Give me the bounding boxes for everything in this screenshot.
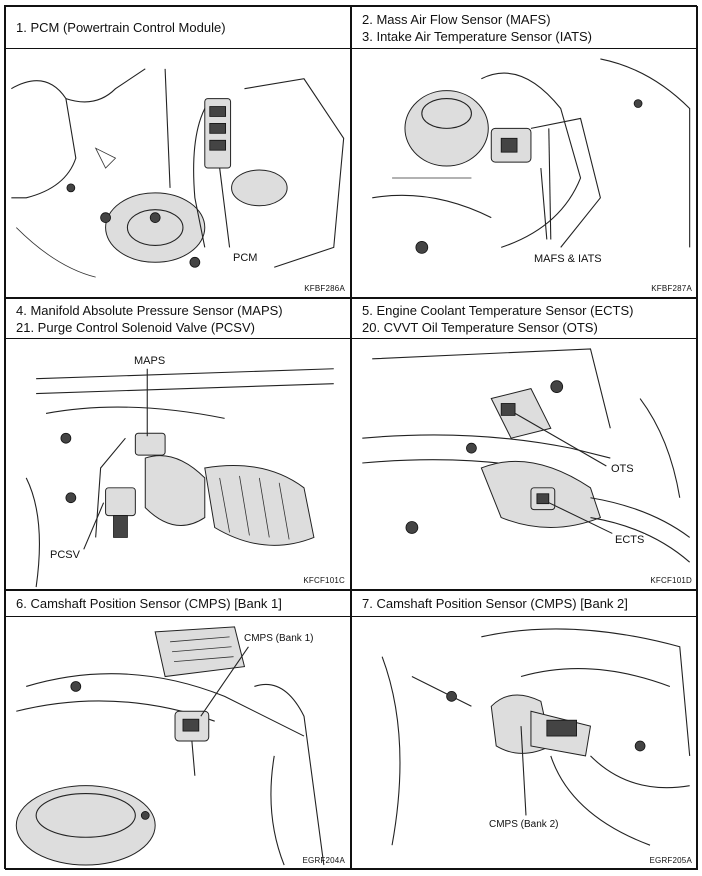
panel-title: 6. Camshaft Position Sensor (CMPS) [Bank… [16,596,282,611]
panel-title-line-2: 3. Intake Air Temperature Sensor (IATS) [362,28,593,44]
label-cmps-bank1: CMPS (Bank 1) [243,633,315,644]
ects-ots-illustration: OTS ECTS KFCF101D [352,339,697,589]
pcm-illustration: PCM KFBF286A [6,49,350,297]
panel-header: 7. Camshaft Position Sensor (CMPS) [Bank… [352,591,697,617]
panel-header: 5. Engine Coolant Temperature Sensor (EC… [352,299,697,339]
panel-maps-pcsv: 4. Manifold Absolute Pressure Sensor (MA… [5,298,351,590]
panel-header: 2. Mass Air Flow Sensor (MAFS) 3. Intake… [352,7,697,49]
figure-code: KFCF101C [303,576,345,585]
label-cmps-bank2: CMPS (Bank 2) [488,819,560,830]
panel-title-line-1: 4. Manifold Absolute Pressure Sensor (MA… [16,302,283,318]
panel-title-line-1: 2. Mass Air Flow Sensor (MAFS) [362,11,551,27]
panel-cmps-bank1: 6. Camshaft Position Sensor (CMPS) [Bank… [5,590,351,870]
label-ects: ECTS [614,534,646,546]
panel-cmps-bank2: 7. Camshaft Position Sensor (CMPS) [Bank… [351,590,698,870]
label-pcsv: PCSV [49,549,81,561]
panel-ects-ots: 5. Engine Coolant Temperature Sensor (EC… [351,298,698,590]
label-pcm: PCM [232,252,259,264]
label-maps: MAPS [133,355,167,367]
figure-code: KFBF287A [651,284,692,293]
mafs-iats-illustration: MAFS & IATS KFBF287A [352,49,697,297]
label-ots: OTS [610,463,635,475]
figure-code: EGRF204A [302,856,345,865]
figure-code: EGRF205A [649,856,692,865]
label-mafs-iats: MAFS & IATS [533,253,603,265]
panel-title: 1. PCM (Powertrain Control Module) [16,20,226,35]
panel-pcm: 1. PCM (Powertrain Control Module) [5,6,351,298]
figure-code: KFCF101D [650,576,692,585]
panel-title-line-1: 5. Engine Coolant Temperature Sensor (EC… [362,302,634,318]
panel-header: 4. Manifold Absolute Pressure Sensor (MA… [6,299,350,339]
panel-header: 1. PCM (Powertrain Control Module) [6,7,350,49]
maps-pcsv-illustration: MAPS PCSV KFCF101C [6,339,350,589]
panel-title-line-2: 20. CVVT Oil Temperature Sensor (OTS) [362,319,598,335]
component-locations-sheet: 1. PCM (Powertrain Control Module) [4,5,698,870]
cmps-bank2-illustration: CMPS (Bank 2) EGRF205A [352,617,697,869]
panel-mafs-iats: 2. Mass Air Flow Sensor (MAFS) 3. Intake… [351,6,698,298]
panel-header: 6. Camshaft Position Sensor (CMPS) [Bank… [6,591,350,617]
cmps-bank1-illustration: CMPS (Bank 1) EGRF204A [6,617,350,869]
figure-code: KFBF286A [304,284,345,293]
panel-title-line-2: 21. Purge Control Solenoid Valve (PCSV) [16,319,255,335]
panel-title: 7. Camshaft Position Sensor (CMPS) [Bank… [362,596,628,611]
